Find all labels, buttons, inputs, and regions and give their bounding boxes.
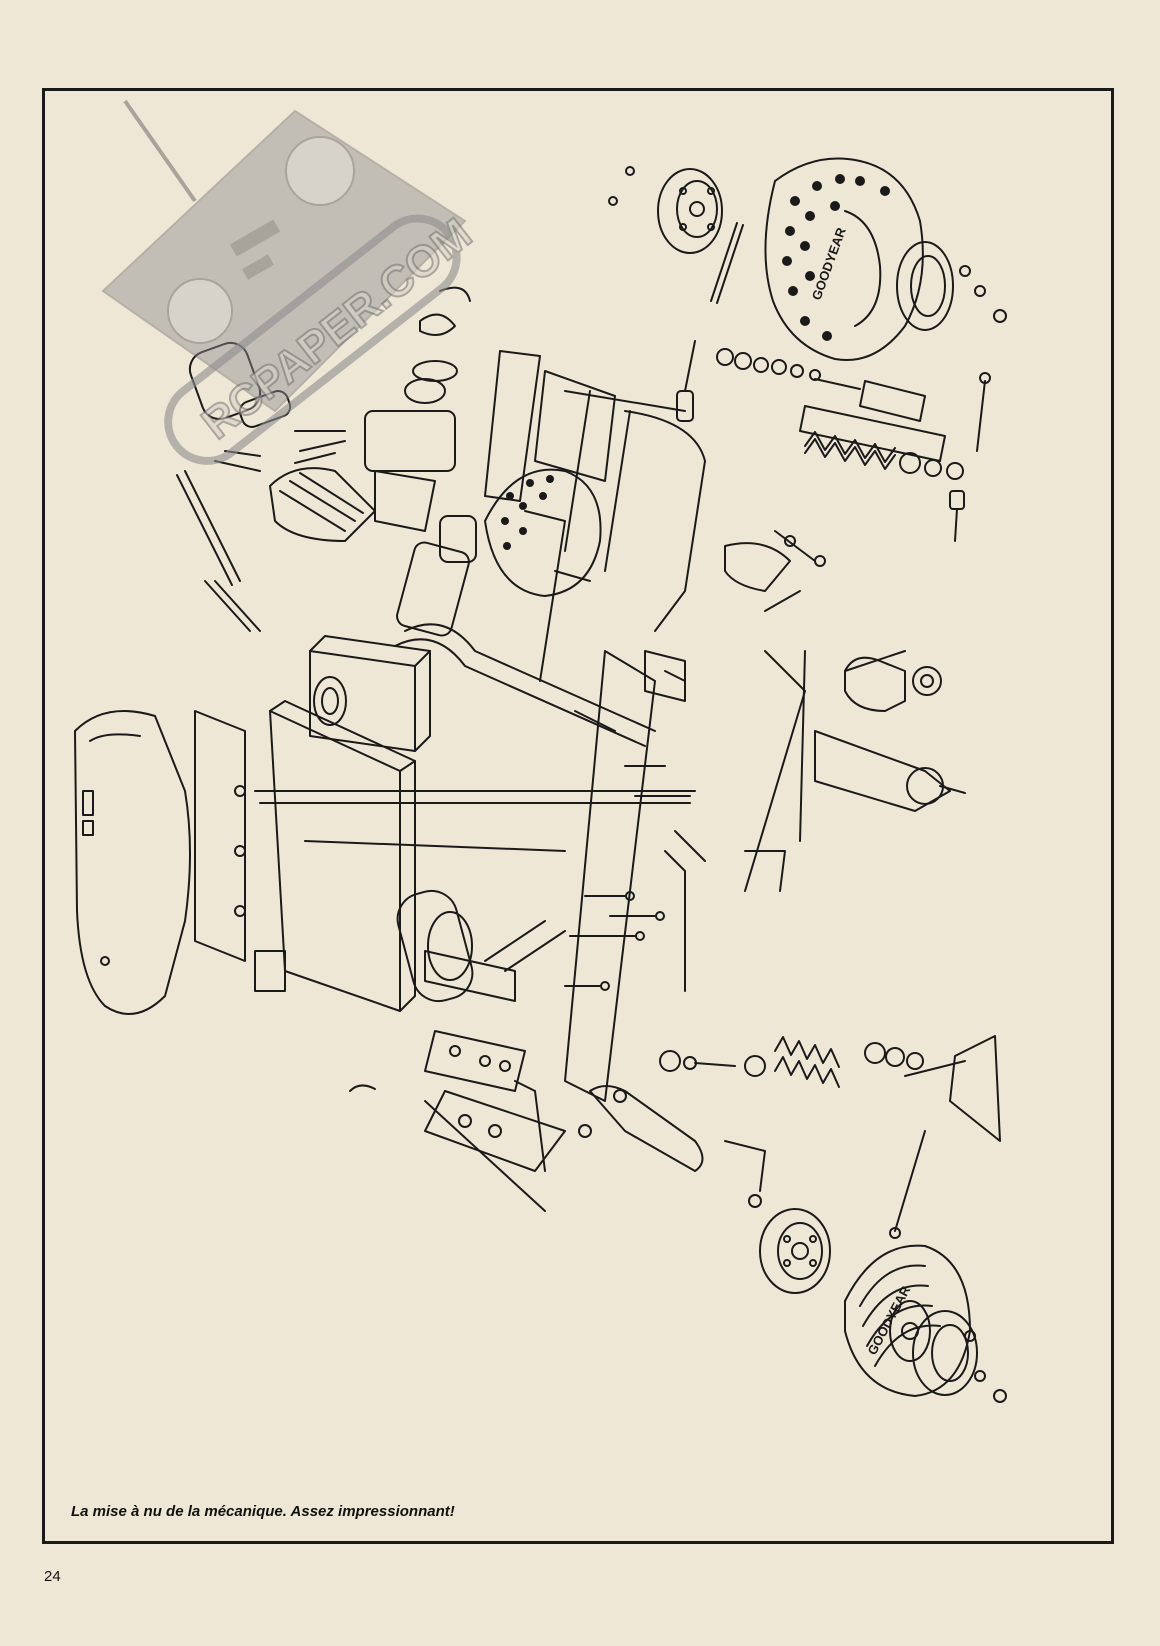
page-number: 24 — [44, 1568, 61, 1585]
figure-caption: La mise à nu de la mécanique. Assez impr… — [71, 1503, 455, 1520]
illustration-frame: GOODYEAR — [42, 88, 1114, 1544]
transmitter-watermark-image — [101, 99, 467, 413]
body-shell — [74, 710, 191, 1015]
rear-wheel-assembly: GOODYEAR — [578, 1035, 1007, 1403]
rear-wheel-behind-cage — [484, 468, 602, 597]
chassis-frame — [394, 350, 706, 1212]
front-right-wheel-assembly: GOODYEAR — [608, 157, 1007, 361]
front-shock-absorber — [676, 340, 991, 542]
hardware-bolts — [204, 430, 691, 1092]
steering-linkage — [644, 530, 826, 892]
exploded-view-diagram: GOODYEAR — [74, 99, 1007, 1403]
fuel-tank — [309, 635, 431, 752]
engine-assembly — [176, 286, 477, 637]
tire-brand-front: GOODYEAR — [809, 225, 849, 302]
rear-hub-carrier — [814, 650, 966, 812]
rear-drivetrain — [396, 889, 566, 1172]
radio-box — [194, 700, 696, 1012]
